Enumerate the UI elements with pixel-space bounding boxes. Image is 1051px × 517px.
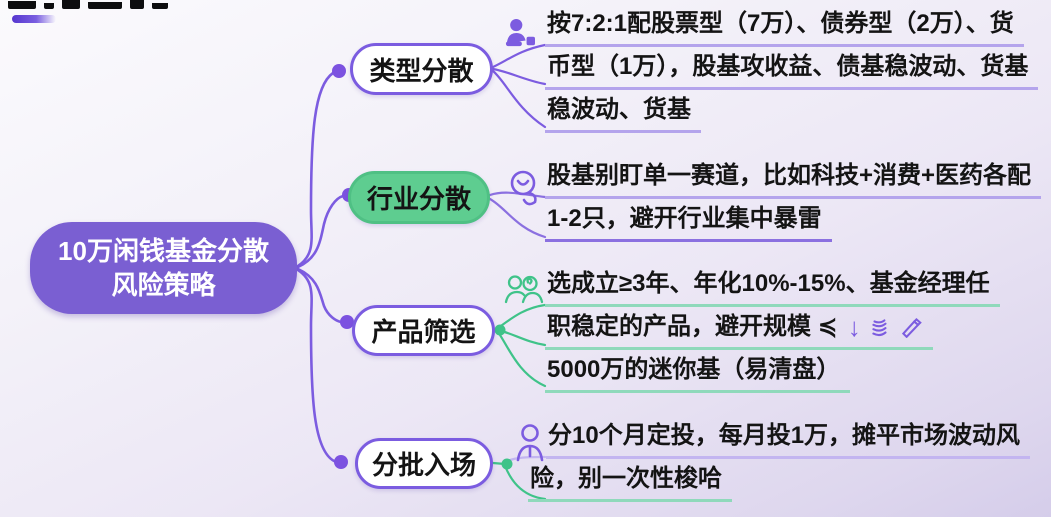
branch-node-industry-diversify[interactable]: 行业分散 xyxy=(348,171,490,224)
chat-face-icon xyxy=(507,169,543,216)
root-topic-node[interactable]: 10万闲钱基金分散 风险策略 xyxy=(30,222,297,314)
note-line[interactable]: 职稳定的产品，避开规模 ≼↓ xyxy=(545,307,933,350)
note-line[interactable]: 分10个月定投，每月投1万，摊平市场波动风 xyxy=(546,416,1031,459)
branch-label: 分批入场 xyxy=(371,450,476,480)
person-icon xyxy=(514,424,546,469)
note-line[interactable]: 险，别一次性梭哈 xyxy=(528,459,732,502)
inline-icon-group: ↓ xyxy=(848,314,923,340)
cropped-heading-fragments xyxy=(8,0,168,9)
branch4-notes: 分10个月定投，每月投1万，摊平市场波动风 险，别一次性梭哈 xyxy=(528,416,1031,502)
pencil-icon xyxy=(901,317,922,338)
note-line[interactable]: 稳波动、货基 xyxy=(545,90,701,133)
note-line[interactable]: 股基别盯单一赛道，比如科技+消费+医药各配 xyxy=(545,156,1042,199)
coin-stack-icon xyxy=(872,319,887,337)
note-line[interactable]: 选成立≥3年、年化10%-15%、基金经理任 xyxy=(545,264,1000,307)
trunk-links xyxy=(296,71,345,463)
person-at-computer-icon xyxy=(501,18,539,53)
branch-label: 产品筛选 xyxy=(371,317,476,347)
note-line[interactable]: 按7:2:1配股票型（7万）、债券型（2万）、货 xyxy=(545,4,1024,47)
branch-node-batch-entry[interactable]: 分批入场 xyxy=(355,438,493,489)
branch-label: 行业分散 xyxy=(366,184,471,214)
root-topic-line1: 10万闲钱基金分散 xyxy=(58,236,269,266)
branch1-fan xyxy=(491,43,547,129)
root-topic-line2: 风险策略 xyxy=(111,270,216,300)
branch2-notes: 股基别盯单一赛道，比如科技+消费+医药各配 1-2只，避开行业集中暴雷 xyxy=(545,156,1042,242)
heading-accent-bar xyxy=(12,15,56,23)
branch-label: 类型分散 xyxy=(369,55,474,86)
branch-node-product-screening[interactable]: 产品筛选 xyxy=(352,305,495,356)
down-arrow-icon: ↓ xyxy=(847,312,861,342)
branch2-fan xyxy=(488,191,547,239)
note-line[interactable]: 1-2只，避开行业集中暴雷 xyxy=(545,199,832,242)
branch3-fan xyxy=(496,303,547,388)
note-line[interactable]: 币型（1万），股基攻收益、债基稳波动、货基 xyxy=(545,47,1039,90)
people-search-icon xyxy=(504,274,546,309)
note-line[interactable]: 5000万的迷你基（易清盘） xyxy=(545,350,851,393)
branch1-notes: 按7:2:1配股票型（7万）、债券型（2万）、货 币型（1万），股基攻收益、债基… xyxy=(545,4,1039,133)
branch-node-type-diversify[interactable]: 类型分散 xyxy=(350,43,493,95)
junction-dots xyxy=(332,64,513,470)
branch3-notes: 选成立≥3年、年化10%-15%、基金经理任 职稳定的产品，避开规模 ≼↓ 50… xyxy=(545,264,1000,393)
